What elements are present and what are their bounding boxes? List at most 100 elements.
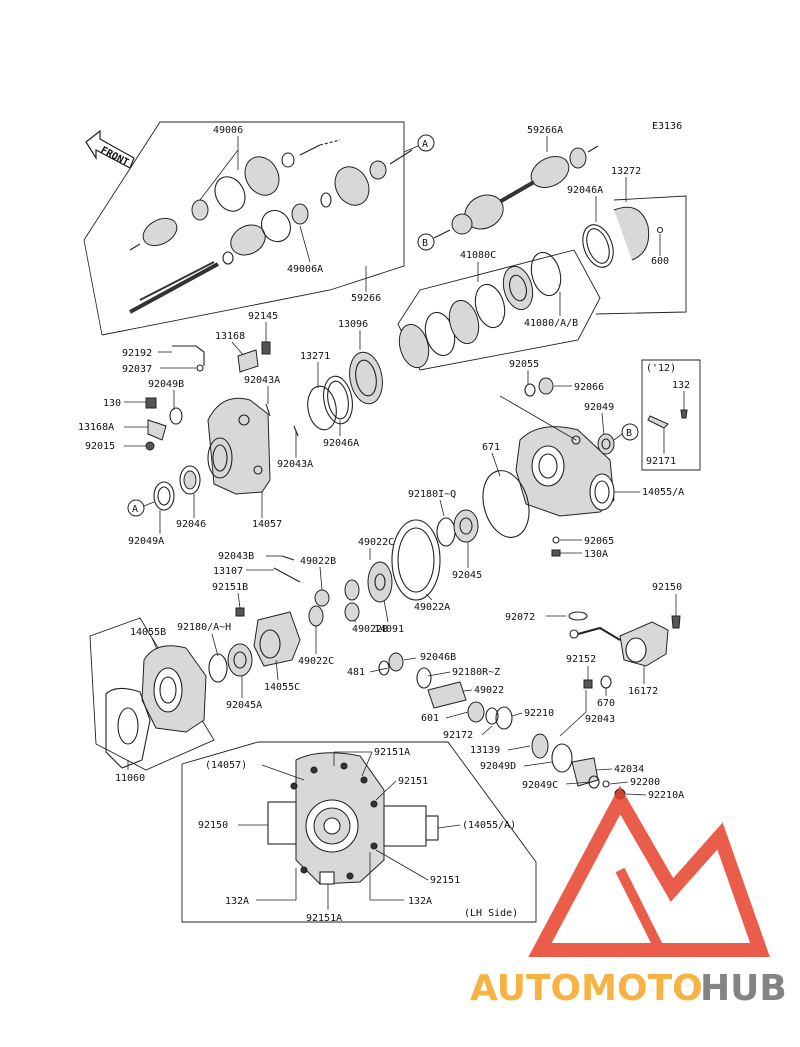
rear-drive-shaft-group: 59266A B 13272 92046A 600 <box>417 125 687 315</box>
pinion-49022 <box>427 681 467 709</box>
label-132: 132 <box>672 380 690 391</box>
housing-14055 <box>515 426 615 517</box>
label-92043: 92043 <box>585 714 615 725</box>
label-92046: 92046 <box>176 519 206 530</box>
inset-label-92151-r1: 92151 <box>398 776 428 787</box>
label-92043B: 92043B <box>218 551 254 562</box>
label-59266A: 59266A <box>527 125 563 136</box>
gasket-13271 <box>307 385 337 431</box>
label-42034: 42034 <box>614 764 644 775</box>
svg-text:A: A <box>422 139 428 150</box>
label-92210A: 92210A <box>648 790 684 801</box>
label-92152: 92152 <box>566 654 596 665</box>
lh-side-inset: (14057) 92151A 92151 92150 (14055/A) 921… <box>181 741 537 924</box>
clutch-plate-stack: 41080C 41080/A/B <box>397 249 601 371</box>
label-13168: 13168 <box>215 331 245 342</box>
label-92015: 92015 <box>85 441 115 452</box>
watermark-hub: HUB <box>700 968 787 1009</box>
label-92055: 92055 <box>509 359 539 370</box>
inset-label-14057: (14057) <box>205 760 247 771</box>
label-49022B-1: 49022B <box>300 556 336 567</box>
gasket-11060 <box>105 687 151 769</box>
inset-note-lh-side: (LH Side) <box>464 908 518 919</box>
carrier-14055C <box>253 611 301 667</box>
ring-gear-49022A <box>391 519 441 601</box>
label-671: 671 <box>482 442 500 453</box>
front-drive-shaft-group: 49006 49006A 59266 <box>83 121 413 336</box>
label-14055A: 14055/A <box>642 487 684 498</box>
label-92045: 92045 <box>452 570 482 581</box>
rear-housing-group: 92055 92066 92049 B 14055/A ('12) 132 92… <box>408 359 701 581</box>
bearing-92045A <box>227 643 253 677</box>
label-92049A: 92049A <box>128 536 164 547</box>
label-14091: 14091 <box>374 624 404 635</box>
label-92210: 92210 <box>524 708 554 719</box>
label-13107: 13107 <box>213 566 243 577</box>
label-92049C: 92049C <box>522 780 558 791</box>
revision-note: ('12) <box>646 363 676 374</box>
label-92043A-1: 92043A <box>244 375 280 386</box>
front-arrow-icon: FRONT <box>85 129 135 169</box>
label-49006A: 49006A <box>287 264 323 275</box>
inset-label-132A-right: 132A <box>408 896 432 907</box>
label-41080AB: 41080/A/B <box>524 318 578 329</box>
label-92049B: 92049B <box>148 379 184 390</box>
label-49022C-2: 49022C <box>298 656 334 667</box>
label-92065: 92065 <box>584 536 614 547</box>
callout-b-lower <box>621 423 639 441</box>
label-92046A-top: 92046A <box>567 185 603 196</box>
watermark-auto: AUTOMOTO <box>470 968 703 1009</box>
label-92151B: 92151B <box>212 582 248 593</box>
label-92066: 92066 <box>574 382 604 393</box>
svg-text:A: A <box>132 504 138 515</box>
label-49022B-2: 49022B <box>352 624 388 635</box>
label-92049D: 92049D <box>480 761 516 772</box>
label-49022: 49022 <box>474 685 504 696</box>
callout-a-upper: A <box>403 134 435 153</box>
label-92192: 92192 <box>122 348 152 359</box>
label-49006: 49006 <box>213 125 243 136</box>
label-600: 600 <box>651 256 669 267</box>
bearing-92045 <box>453 509 479 543</box>
o-ring-671 <box>482 470 530 538</box>
label-13168A: 13168A <box>78 422 114 433</box>
label-92180IQ: 92180I~Q <box>408 489 456 500</box>
bearing-92046 <box>179 465 201 495</box>
label-92072: 92072 <box>505 612 535 623</box>
label-130A: 130A <box>584 549 608 560</box>
label-92180RZ: 92180R~Z <box>452 667 500 678</box>
label-92046B: 92046B <box>420 652 456 663</box>
label-601: 601 <box>421 713 439 724</box>
label-13272: 13272 <box>611 166 641 177</box>
label-13271: 13271 <box>300 351 330 362</box>
gear-14091 <box>367 561 393 603</box>
label-59266: 59266 <box>351 293 381 304</box>
label-92171: 92171 <box>646 456 676 467</box>
label-92150-right: 92150 <box>652 582 682 593</box>
label-92145: 92145 <box>248 311 278 322</box>
yoke-42034 <box>571 757 599 787</box>
inset-label-14055A: (14055/A) <box>462 820 516 831</box>
label-14057: 14057 <box>252 519 282 530</box>
svg-text:B: B <box>422 238 428 249</box>
label-92043A-2: 92043A <box>277 459 313 470</box>
assembled-housing <box>267 752 439 885</box>
callout-a-lower <box>127 499 145 517</box>
label-92037: 92037 <box>122 364 152 375</box>
label-49022C-1: 49022C <box>358 537 394 548</box>
front-housing-group: 92145 13168 92192 92037 92049B 130 13168… <box>78 311 383 547</box>
label-481: 481 <box>347 667 365 678</box>
label-92045A: 92045A <box>226 700 262 711</box>
label-49022A: 49022A <box>414 602 450 613</box>
label-130: 130 <box>103 398 121 409</box>
diagram-code: E3136 <box>652 121 682 132</box>
label-11060: 11060 <box>115 773 145 784</box>
cv-joint-upper <box>129 139 413 251</box>
label-670: 670 <box>597 698 615 709</box>
actuator-16172 <box>569 621 669 667</box>
housing-14055B <box>141 645 207 733</box>
svg-text:B: B <box>626 428 632 439</box>
seal-92049A <box>153 481 175 511</box>
label-92180AH: 92180/A~H <box>177 622 231 633</box>
